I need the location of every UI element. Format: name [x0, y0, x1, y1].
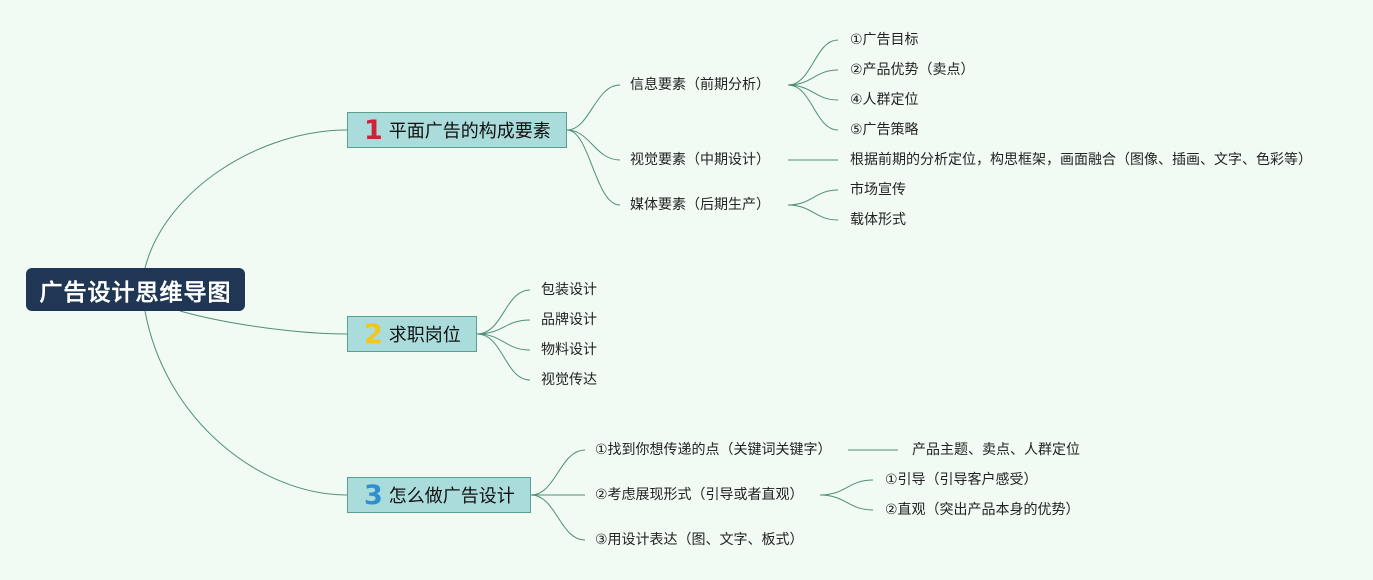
subnode-design-expression[interactable]: ③用设计表达（图、文字、板式）	[595, 532, 804, 548]
branch-number-3: 3	[364, 479, 383, 511]
leaf-carrier-form[interactable]: 载体形式	[850, 212, 906, 228]
branch-label-1: 平面广告的构成要素	[388, 121, 551, 142]
subnode-info-elements[interactable]: 信息要素（前期分析）	[630, 77, 770, 93]
branch-node-3[interactable]: 3 怎么做广告设计	[347, 477, 531, 513]
branch-node-2[interactable]: 2 求职岗位	[347, 316, 477, 352]
leaf-packaging-design[interactable]: 包装设计	[541, 282, 597, 298]
root-label: 广告设计思维导图	[39, 279, 232, 306]
leaf-brand-design[interactable]: 品牌设计	[541, 312, 597, 328]
subnode-presentation-form[interactable]: ②考虑展现形式（引导或者直观）	[595, 487, 804, 503]
subnode-find-key-point[interactable]: ①找到你想传递的点（关键词关键字）	[595, 442, 832, 458]
root-node[interactable]: 广告设计思维导图	[26, 268, 245, 311]
branch-label-2: 求职岗位	[388, 325, 461, 346]
branch-number-1: 1	[364, 114, 383, 146]
leaf-product-theme[interactable]: 产品主题、卖点、人群定位	[912, 442, 1080, 458]
leaf-guide[interactable]: ①引导（引导客户感受）	[885, 472, 1038, 488]
leaf-visual-communication[interactable]: 视觉传达	[541, 372, 597, 388]
branch-number-2: 2	[364, 318, 383, 350]
leaf-visual-description[interactable]: 根据前期的分析定位，构思框架，画面融合（图像、插画、文字、色彩等）	[850, 152, 1312, 168]
leaf-market-promotion[interactable]: 市场宣传	[850, 182, 906, 198]
leaf-direct[interactable]: ②直观（突出产品本身的优势）	[885, 502, 1080, 518]
subnode-visual-elements[interactable]: 视觉要素（中期设计）	[630, 152, 770, 168]
branch-node-1[interactable]: 1 平面广告的构成要素	[347, 112, 567, 148]
leaf-product-advantage[interactable]: ②产品优势（卖点）	[850, 62, 975, 78]
leaf-ad-goal[interactable]: ①广告目标	[850, 32, 919, 48]
leaf-audience-positioning[interactable]: ④人群定位	[850, 92, 919, 108]
leaf-material-design[interactable]: 物料设计	[541, 342, 597, 358]
branch-label-3: 怎么做广告设计	[388, 486, 515, 507]
leaf-ad-strategy[interactable]: ⑤广告策略	[850, 122, 919, 138]
subnode-media-elements[interactable]: 媒体要素（后期生产）	[630, 197, 770, 213]
